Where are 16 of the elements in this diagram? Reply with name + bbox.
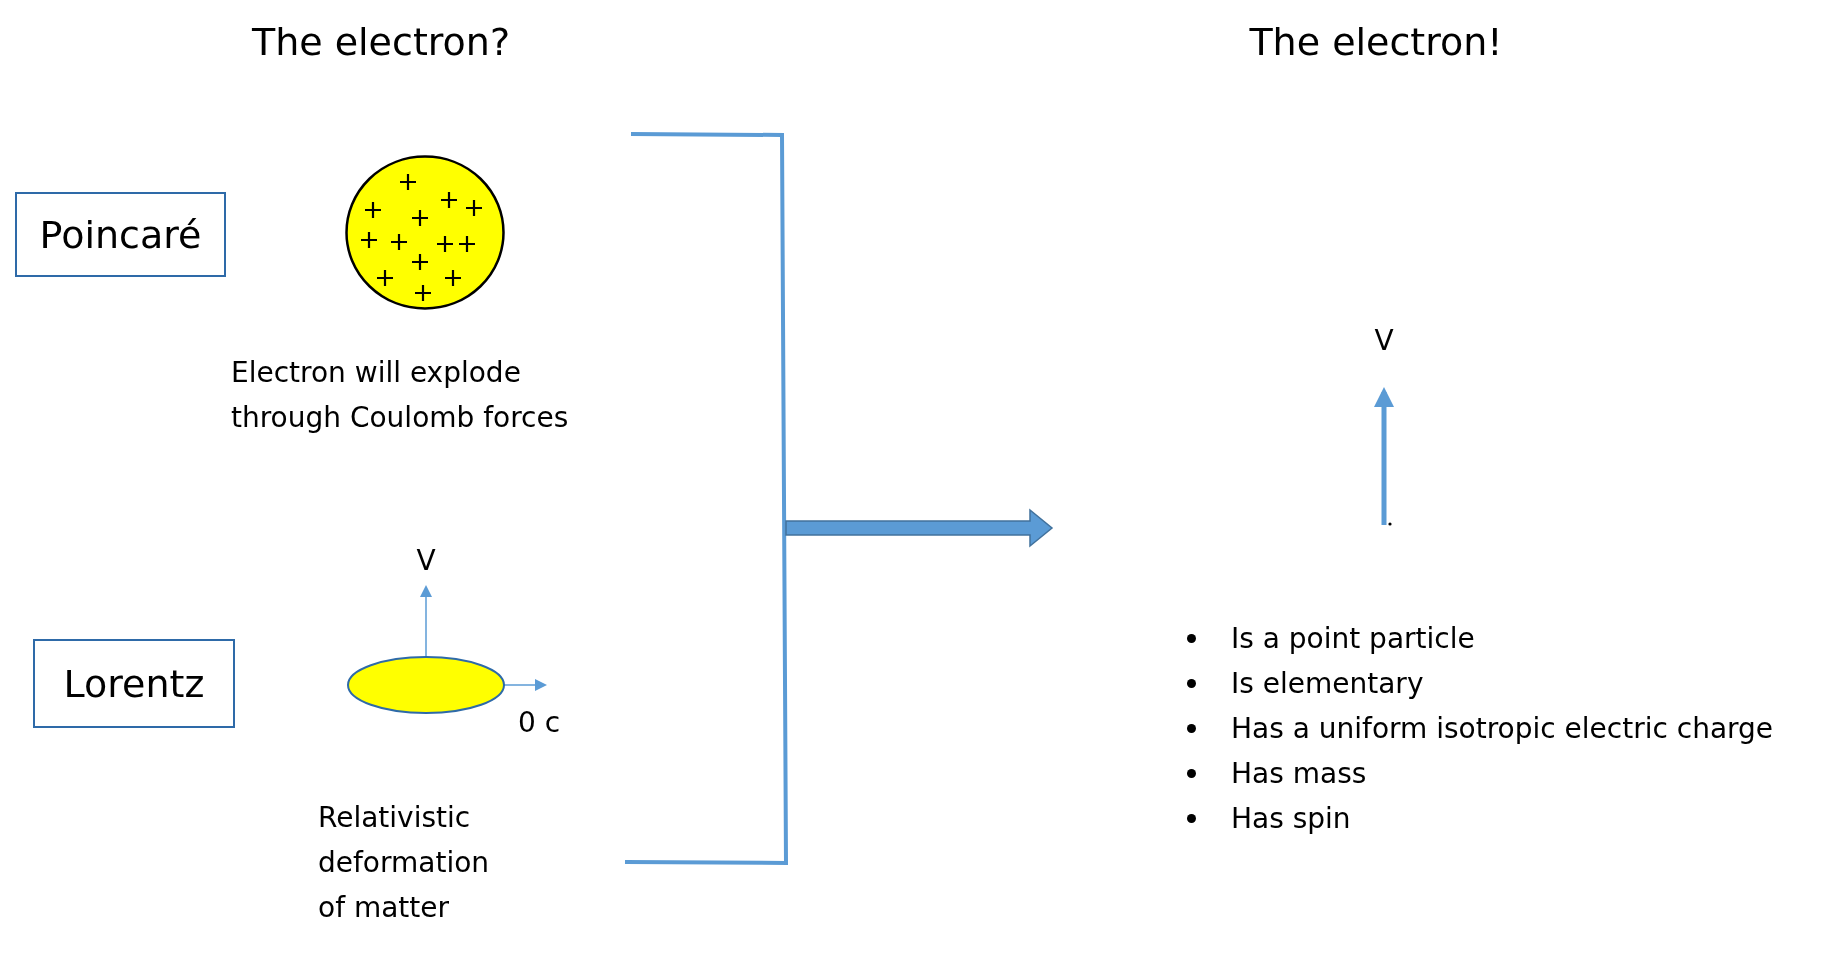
list-item: Has spin [1231,801,1351,837]
heading: The electron? [251,20,511,64]
list-item: Is a point particle [1231,621,1475,657]
velocity-label: V [1374,323,1394,359]
velocity-label: 0 c [518,705,561,741]
charged-sphere [345,155,505,310]
list-item: Has mass [1231,756,1367,792]
name-box: Poincaré [15,192,226,277]
velocity-label: V [416,543,436,579]
list-item: Has a uniform isotropic electric charge [1231,711,1774,747]
name-box: Lorentz [33,639,235,728]
caption: Electron will explode through Coulomb forces [231,355,570,436]
caption: Relativistic deformation of matter [318,800,491,926]
heading: The electron! [1249,20,1503,64]
deformed-ellipsoid [347,656,505,714]
list-item: Is elementary [1231,666,1424,702]
